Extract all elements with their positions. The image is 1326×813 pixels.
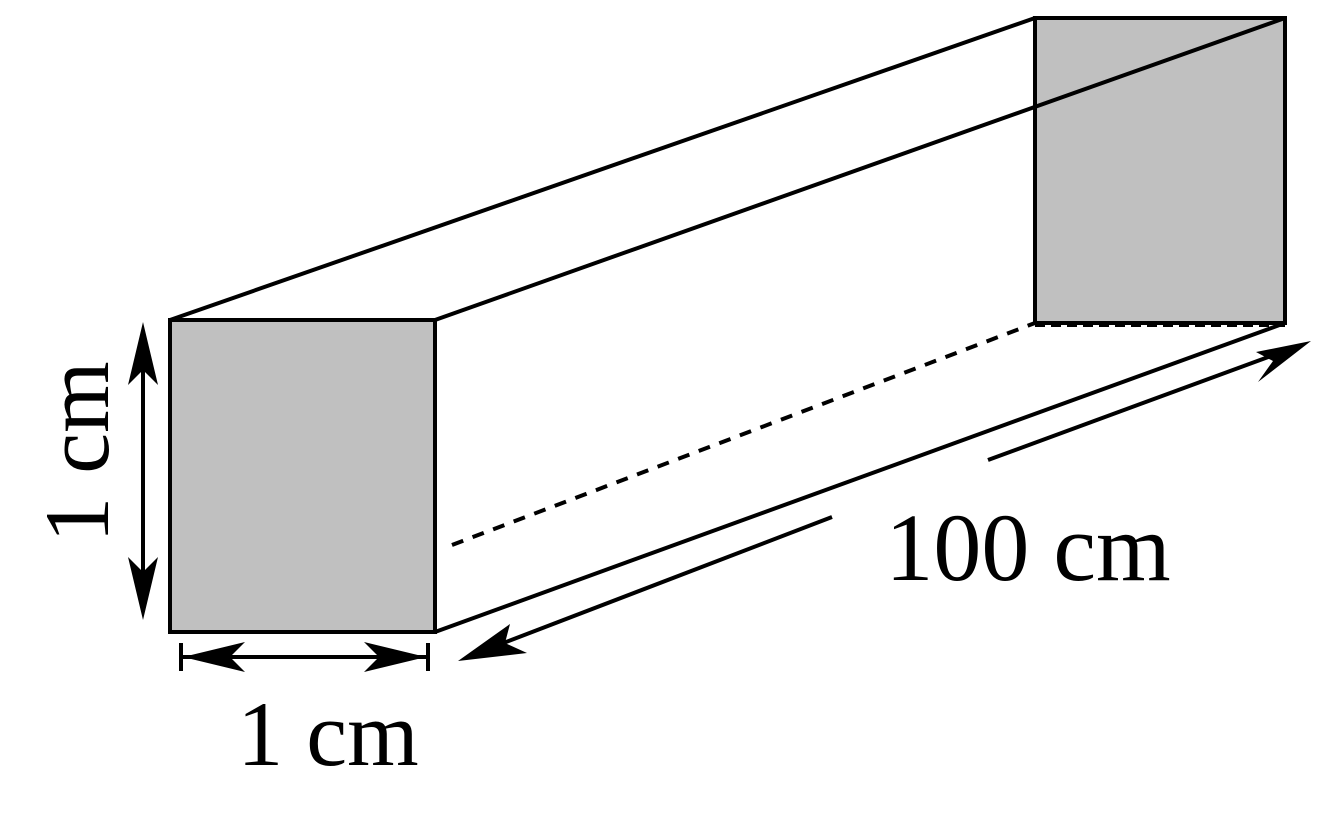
length-dimension-arrow xyxy=(458,341,1311,661)
top-right-edge xyxy=(434,16,1286,322)
length-label: 100 cm xyxy=(885,494,1170,601)
height-dimension-arrow xyxy=(128,322,158,620)
front-face xyxy=(168,318,437,634)
width-dimension-arrow xyxy=(179,642,430,672)
bottom-right-edge xyxy=(434,321,1286,634)
back-face xyxy=(1033,16,1287,325)
height-label: 1 cm xyxy=(26,361,128,542)
width-label: 1 cm xyxy=(237,683,418,785)
hidden-edge xyxy=(451,321,1036,547)
top-left-edge xyxy=(169,16,1036,322)
